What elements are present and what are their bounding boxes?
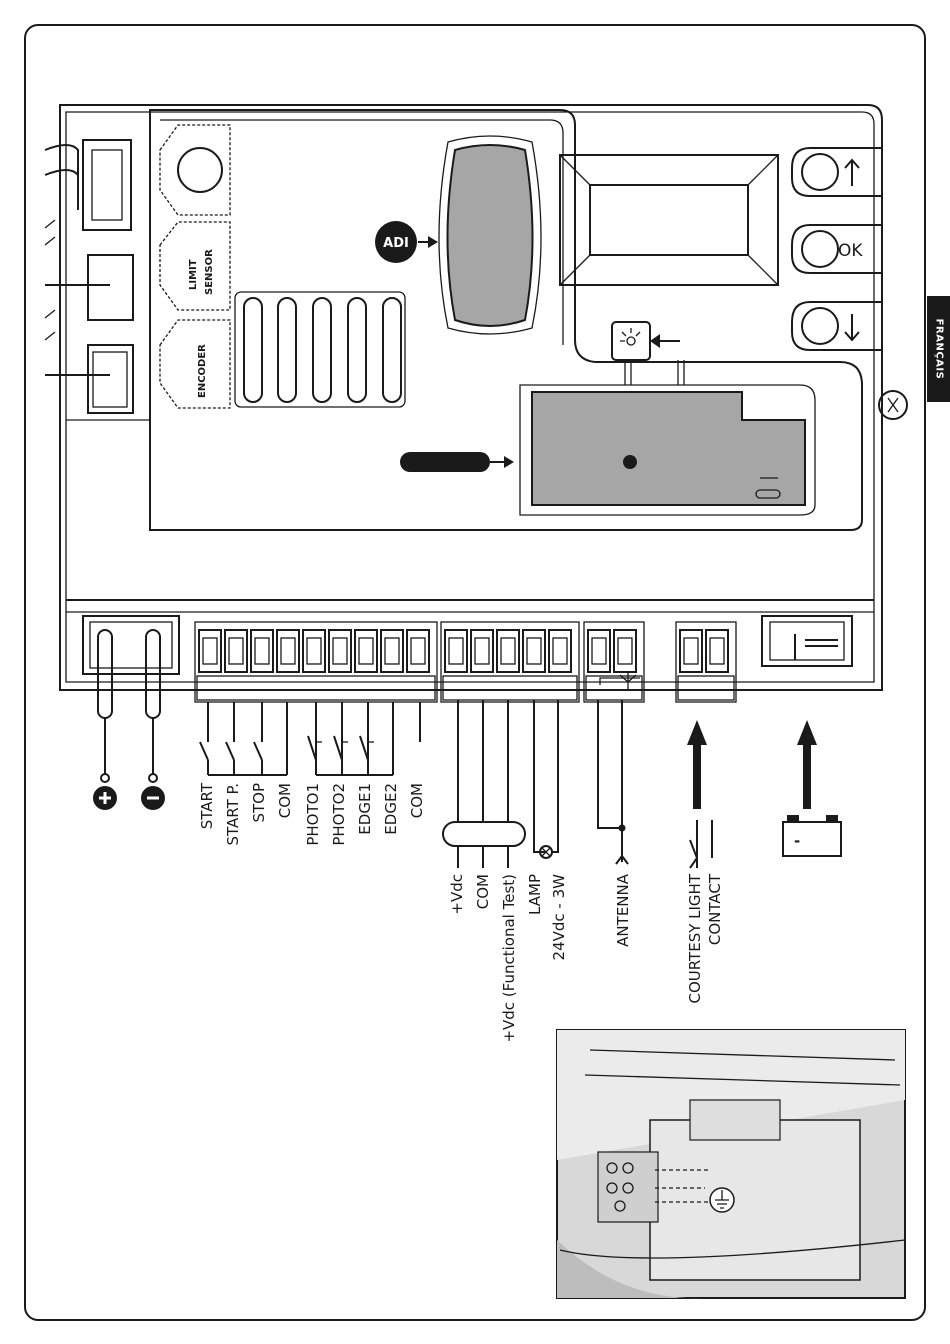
- terminal-slot: [303, 630, 325, 672]
- terminal-label: EDGE1: [356, 783, 374, 835]
- courtesy-label: COURTESY LIGHT: [686, 873, 704, 1003]
- terminal-label: START: [198, 782, 216, 829]
- terminal-slot: [225, 630, 247, 672]
- terminal-slot: [614, 630, 636, 672]
- terminal-label: 24Vdc - 3W: [550, 874, 568, 961]
- terminal-slot: [251, 630, 273, 672]
- input-wiring: [200, 702, 420, 775]
- plugin-module: [400, 360, 815, 515]
- switch-icon: [308, 736, 316, 775]
- vent-slots: [235, 292, 405, 407]
- adi-badge-text: ADI: [383, 236, 409, 251]
- terminal-label: +Vdc: [448, 874, 466, 915]
- arrow-up-icon: [845, 160, 859, 186]
- terminal-slot: [407, 630, 429, 672]
- power-connector: [83, 616, 179, 810]
- led-indicator: [612, 322, 680, 360]
- arrow-down-icon: [845, 314, 859, 340]
- photo-inset: [557, 1030, 905, 1298]
- battery-minus: -: [794, 832, 800, 850]
- sensor-label: SENSOR: [204, 249, 215, 295]
- battery-icon: [783, 822, 841, 856]
- terminal-label: +Vdc (Functional Test): [500, 874, 518, 1043]
- terminal-slot: [355, 630, 377, 672]
- terminal-slot: [497, 630, 519, 672]
- terminal-label: COM: [408, 783, 426, 818]
- terminal-label: PHOTO1: [304, 783, 322, 846]
- terminal-slot: [523, 630, 545, 672]
- terminal-label: COM: [474, 874, 492, 909]
- terminal-slot: [329, 630, 351, 672]
- terminal-slot: [549, 630, 571, 672]
- switch-icon: [254, 742, 262, 775]
- antenna-label: ANTENNA: [614, 873, 632, 947]
- nav-buttons: OK: [792, 148, 882, 350]
- terminal-label: PHOTO2: [330, 783, 348, 846]
- terminal-slot: [199, 630, 221, 672]
- switch-icon: [360, 736, 368, 775]
- terminal-slot: [381, 630, 403, 672]
- switch-icon: [334, 736, 342, 775]
- terminal-slot: [471, 630, 493, 672]
- screw: [879, 391, 907, 419]
- encoder-label: ENCODER: [197, 344, 208, 398]
- terminal-slot: [680, 630, 702, 672]
- sensor-hexes: LIMIT SENSOR ENCODER: [160, 125, 230, 408]
- terminal-slot: [445, 630, 467, 672]
- limit-label: LIMIT: [188, 259, 199, 290]
- courtesy-label: CONTACT: [706, 873, 724, 945]
- terminal-label: COM: [276, 783, 294, 818]
- switch-icon: [200, 742, 208, 775]
- battery-connector: [762, 616, 852, 666]
- terminal-slot: [588, 630, 610, 672]
- ok-button-label: OK: [838, 241, 863, 261]
- terminal-slot: [706, 630, 728, 672]
- module-pointer: [400, 452, 490, 472]
- terminal-label: EDGE2: [382, 783, 400, 835]
- terminal-slot: [277, 630, 299, 672]
- terminal-label: LAMP: [526, 874, 544, 915]
- terminal-label: STOP: [250, 783, 268, 823]
- left-connectors: [45, 140, 133, 413]
- terminal-label: START P.: [224, 783, 242, 846]
- display: [560, 155, 778, 285]
- switch-icon: [226, 742, 234, 775]
